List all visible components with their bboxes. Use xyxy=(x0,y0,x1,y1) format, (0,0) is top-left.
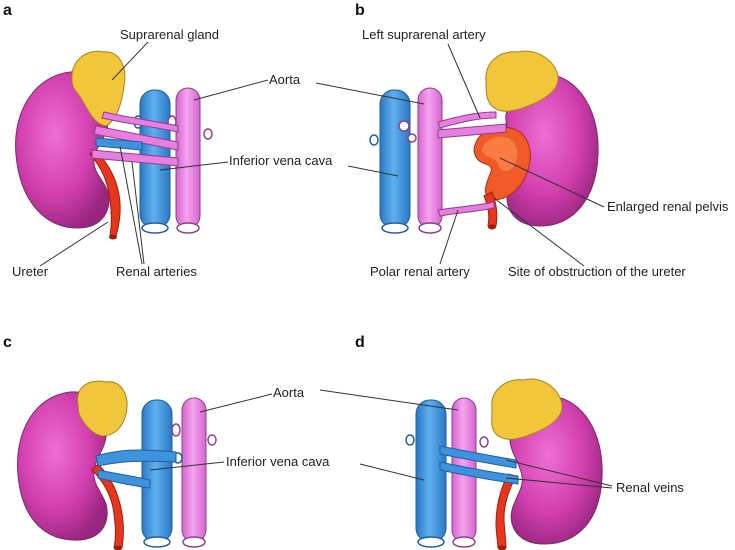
label-renal-arteries: Renal arteries xyxy=(116,264,197,279)
label-left-suprarenal-artery: Left suprarenal artery xyxy=(362,27,486,42)
aorta-lumen xyxy=(182,536,206,548)
leader-ivc-a xyxy=(159,161,229,171)
leader-renal-veins-2 xyxy=(505,477,613,489)
leader-enlarged-renal-pelvis xyxy=(499,157,605,208)
leader-ureter xyxy=(39,221,109,267)
ivc-branch-stub xyxy=(405,434,415,446)
ivc-branch-stub xyxy=(369,134,379,146)
ivc-lumen xyxy=(143,536,171,548)
aorta-lumen xyxy=(418,222,442,234)
renal-vein xyxy=(95,137,143,151)
label-aorta-top: Aorta xyxy=(269,72,301,87)
pelvis-inner xyxy=(482,136,518,172)
aorta-branch-stub-right xyxy=(203,128,213,140)
aorta-branch-stub-right xyxy=(207,434,217,446)
leader-polar-renal-artery xyxy=(439,209,459,265)
renal-vein-upper xyxy=(439,445,517,469)
suprarenal-gland-shape xyxy=(485,50,559,112)
label-inferior-vena-cava-bottom: Inferior vena cava xyxy=(226,454,330,469)
panel-a-letter: a xyxy=(3,2,12,19)
leader-ivc-b xyxy=(347,165,399,177)
leader-aorta-b xyxy=(315,82,425,105)
panel-b-letter: b xyxy=(355,2,365,19)
inferior-vena-cava-shape xyxy=(141,399,173,543)
aorta-branch-stub-lower xyxy=(407,133,417,143)
leader-renal-arteries-2 xyxy=(131,161,145,265)
aorta-shape xyxy=(417,87,443,229)
renal-vein-lower xyxy=(439,461,519,485)
panel-d-letter: d xyxy=(355,334,365,351)
ureter-end xyxy=(488,224,496,230)
renal-artery-upper xyxy=(93,125,179,151)
panel-d: d Renal veins xyxy=(319,334,684,550)
aorta-branch-stub xyxy=(171,423,181,437)
ureter-end xyxy=(498,545,506,550)
suprarenal-gland-shape xyxy=(71,50,126,127)
ivc-lumen xyxy=(141,222,169,234)
inferior-vena-cava-shape xyxy=(379,89,411,229)
label-polar-renal-artery: Polar renal artery xyxy=(370,264,470,279)
renal-artery xyxy=(437,123,507,139)
leader-aorta-c xyxy=(199,393,273,413)
aorta-shape xyxy=(175,87,201,229)
leader-renal-arteries-1 xyxy=(119,145,143,265)
leader-left-suprarenal-artery xyxy=(447,43,481,119)
panel-c: c Aorta Inferior vena cava xyxy=(3,334,330,550)
label-renal-veins: Renal veins xyxy=(616,480,684,495)
ureter-end xyxy=(114,545,122,550)
ivc-lumen xyxy=(417,536,445,548)
label-enlarged-renal-pelvis: Enlarged renal pelvis xyxy=(607,199,729,214)
left-suprarenal-artery-shape xyxy=(437,111,497,129)
suprarenal-gland-shape xyxy=(76,380,128,437)
label-inferior-vena-cava-top: Inferior vena cava xyxy=(229,153,333,168)
leader-aorta-d xyxy=(319,389,459,411)
leader-ivc-c xyxy=(149,461,225,471)
panel-a: a Suprarenal gland Aorta Inferior vena c… xyxy=(3,2,333,279)
panel-b: b Left suprarenal artery Enlarged rena xyxy=(315,2,729,279)
ureter-end xyxy=(109,234,117,240)
label-site-of-obstruction: Site of obstruction of the ureter xyxy=(508,264,686,279)
renal-vein xyxy=(95,449,177,467)
polar-renal-artery-shape xyxy=(437,201,495,217)
aorta-shape xyxy=(181,397,207,543)
renal-artery-lower xyxy=(91,149,179,167)
leader-aorta-a1 xyxy=(193,79,269,101)
aorta-branch-stub xyxy=(479,436,489,448)
suprarenal-artery xyxy=(101,111,179,133)
panel-c-letter: c xyxy=(3,334,12,351)
aorta-lumen xyxy=(452,536,476,548)
leader-suprarenal-gland xyxy=(111,41,149,81)
renal-vein-lower xyxy=(97,469,151,489)
leader-site-of-obstruction xyxy=(493,197,585,267)
label-aorta-bottom: Aorta xyxy=(273,385,305,400)
suprarenal-gland-shape xyxy=(491,378,563,440)
leader-renal-veins-1 xyxy=(505,459,613,487)
aorta-branch-stub xyxy=(398,120,410,132)
kidney-shape xyxy=(505,73,599,227)
label-ureter: Ureter xyxy=(12,264,49,279)
label-suprarenal-gland: Suprarenal gland xyxy=(120,27,219,42)
leader-ivc-d xyxy=(359,463,425,481)
aorta-lumen xyxy=(176,222,200,234)
inferior-vena-cava-shape xyxy=(415,399,447,543)
ivc-lumen xyxy=(381,222,409,234)
